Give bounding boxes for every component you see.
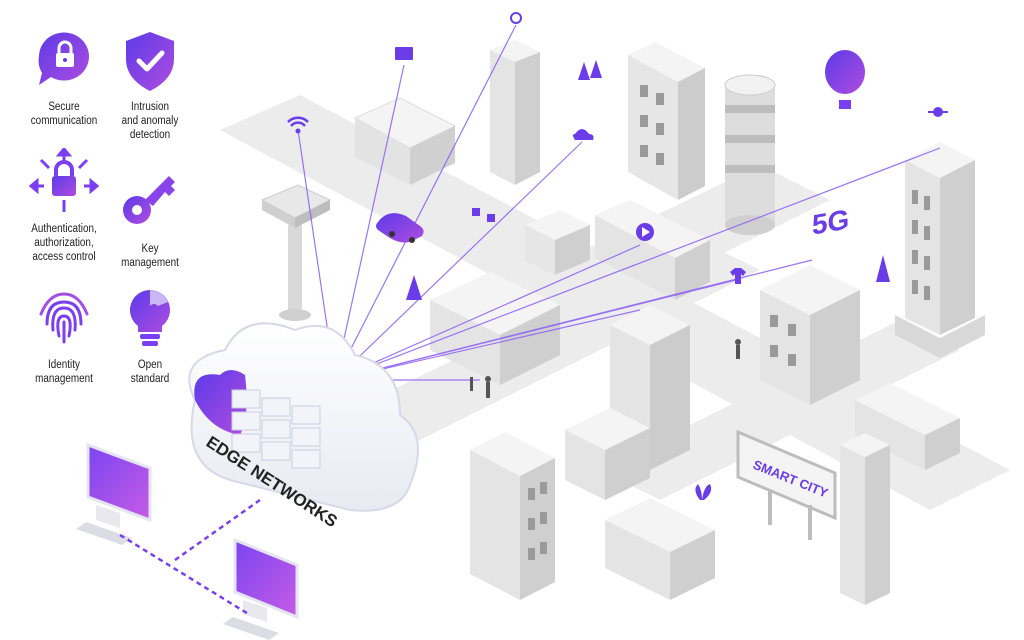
building-gate [610,305,690,470]
feature-label: Secure communication [30,101,98,127]
building-tower-right [895,142,985,358]
building-apartment-top [628,42,705,200]
client-links [119,498,261,617]
server-stack [231,389,321,469]
feature-authentication: Authentication, authorization, access co… [14,146,114,264]
building-low-block [353,97,457,185]
lightbulb-puzzle-icon [115,284,185,354]
lock-arrows-icon [28,146,100,218]
building-arcade [430,272,560,385]
car-icon [376,213,424,243]
people [470,339,741,398]
building-cylinder [724,74,776,235]
client-monitor-1 [76,442,152,545]
wifi-icon [287,116,309,127]
balloon-icon [825,50,865,94]
fingerprint-icon [29,284,99,354]
key-icon [115,168,185,238]
badge-5g: 5G [812,202,849,240]
feature-label: Authentication, authorization, access co… [31,223,97,263]
chat-lock-icon [29,26,99,96]
tree-icon [578,62,590,80]
feature-key-management: Key management [100,168,200,270]
mail-icon [395,47,413,60]
antenna-tower [260,184,332,321]
tshirt-icon [730,268,746,284]
building-front-left [470,432,555,600]
building-right-mid [760,265,860,405]
feature-identity-management: Identity management [14,284,114,386]
feature-label: Open standard [130,359,170,385]
sensor-icon [510,12,522,24]
feature-intrusion-detection: Intrusion and anomaly detection [100,26,200,142]
feature-label: Intrusion and anomaly detection [121,101,179,141]
plant-icon [695,484,712,500]
iot-icons [287,12,948,500]
feature-open-standard: Open standard [100,284,200,386]
feature-label: Key management [121,243,179,269]
building-billboard-tower [840,433,890,605]
feature-label: Identity management [35,359,93,385]
cloud-small-icon [573,129,594,140]
feature-secure-communication: Secure communication [14,26,114,128]
building-tower-top [490,40,540,185]
client-monitor-2 [223,537,299,640]
building-front-low [605,498,715,600]
building-small-mid [525,210,590,275]
buildings [260,40,985,605]
edge-cloud: EDGE NETWORKS [188,322,419,531]
building-front-house [565,408,650,500]
building-low-right [855,383,960,470]
shield-check-icon [115,26,185,96]
